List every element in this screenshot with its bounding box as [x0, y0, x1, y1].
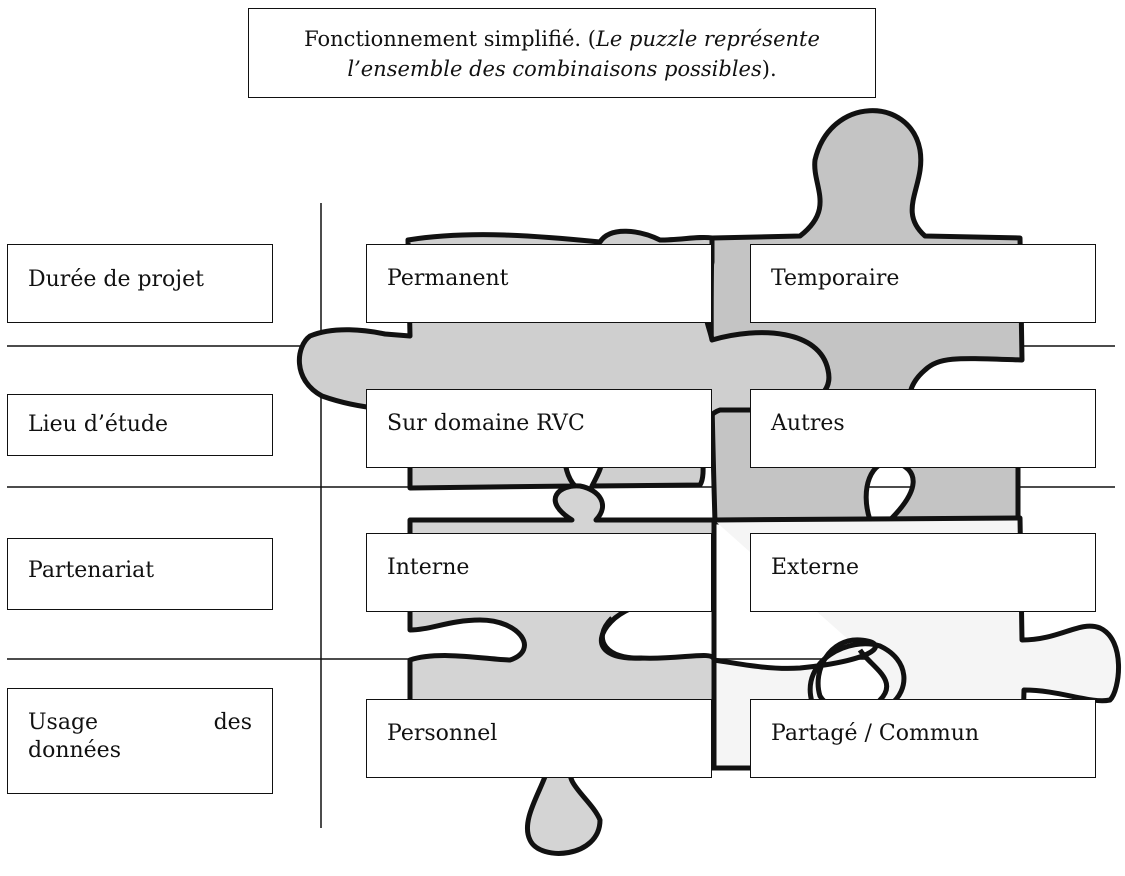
row-label-line1: Usage des — [28, 709, 252, 737]
cell-sur-domaine-rvc: Sur domaine RVC — [366, 389, 712, 468]
row-label-text: Partenariat — [28, 558, 155, 583]
cell-externe: Externe — [750, 533, 1096, 612]
cell-temporaire: Temporaire — [750, 244, 1096, 323]
cell-text: Sur domaine RVC — [387, 411, 585, 436]
cell-personnel: Personnel — [366, 699, 712, 778]
puzzle-knob-left-lower — [599, 616, 643, 661]
row-label-word: des — [213, 710, 252, 735]
cell-permanent: Permanent — [366, 244, 712, 323]
cell-text: Externe — [771, 555, 860, 580]
cell-text: Personnel — [387, 721, 498, 746]
cell-interne: Interne — [366, 533, 712, 612]
title-italic: Le puzzle représente l’ensemble des comb… — [347, 27, 820, 81]
cell-autres: Autres — [750, 389, 1096, 468]
row-label-partenariat: Partenariat — [7, 538, 273, 610]
puzzle-knob-outline — [807, 641, 907, 707]
cell-text: Permanent — [387, 266, 509, 291]
cell-text: Interne — [387, 555, 470, 580]
row-label-text: Lieu d’étude — [28, 412, 169, 437]
row-label-word: données — [28, 738, 121, 763]
row-label-duree: Durée de projet — [7, 244, 273, 323]
row-label-usage: Usage des données — [7, 688, 273, 794]
title-end: ). — [761, 57, 777, 81]
row-label-lieu: Lieu d’étude — [7, 394, 273, 456]
diagram-title: Fonctionnement simplifié. (Le puzzle rep… — [248, 8, 876, 98]
cell-partage-commun: Partagé / Commun — [750, 699, 1096, 778]
cell-text: Autres — [771, 411, 845, 436]
cell-text: Temporaire — [771, 266, 900, 291]
cell-text: Partagé / Commun — [771, 721, 980, 746]
row-label-word: Usage — [28, 710, 99, 735]
title-plain: Fonctionnement simplifié. ( — [304, 27, 596, 51]
row-label-text: Durée de projet — [28, 267, 204, 292]
